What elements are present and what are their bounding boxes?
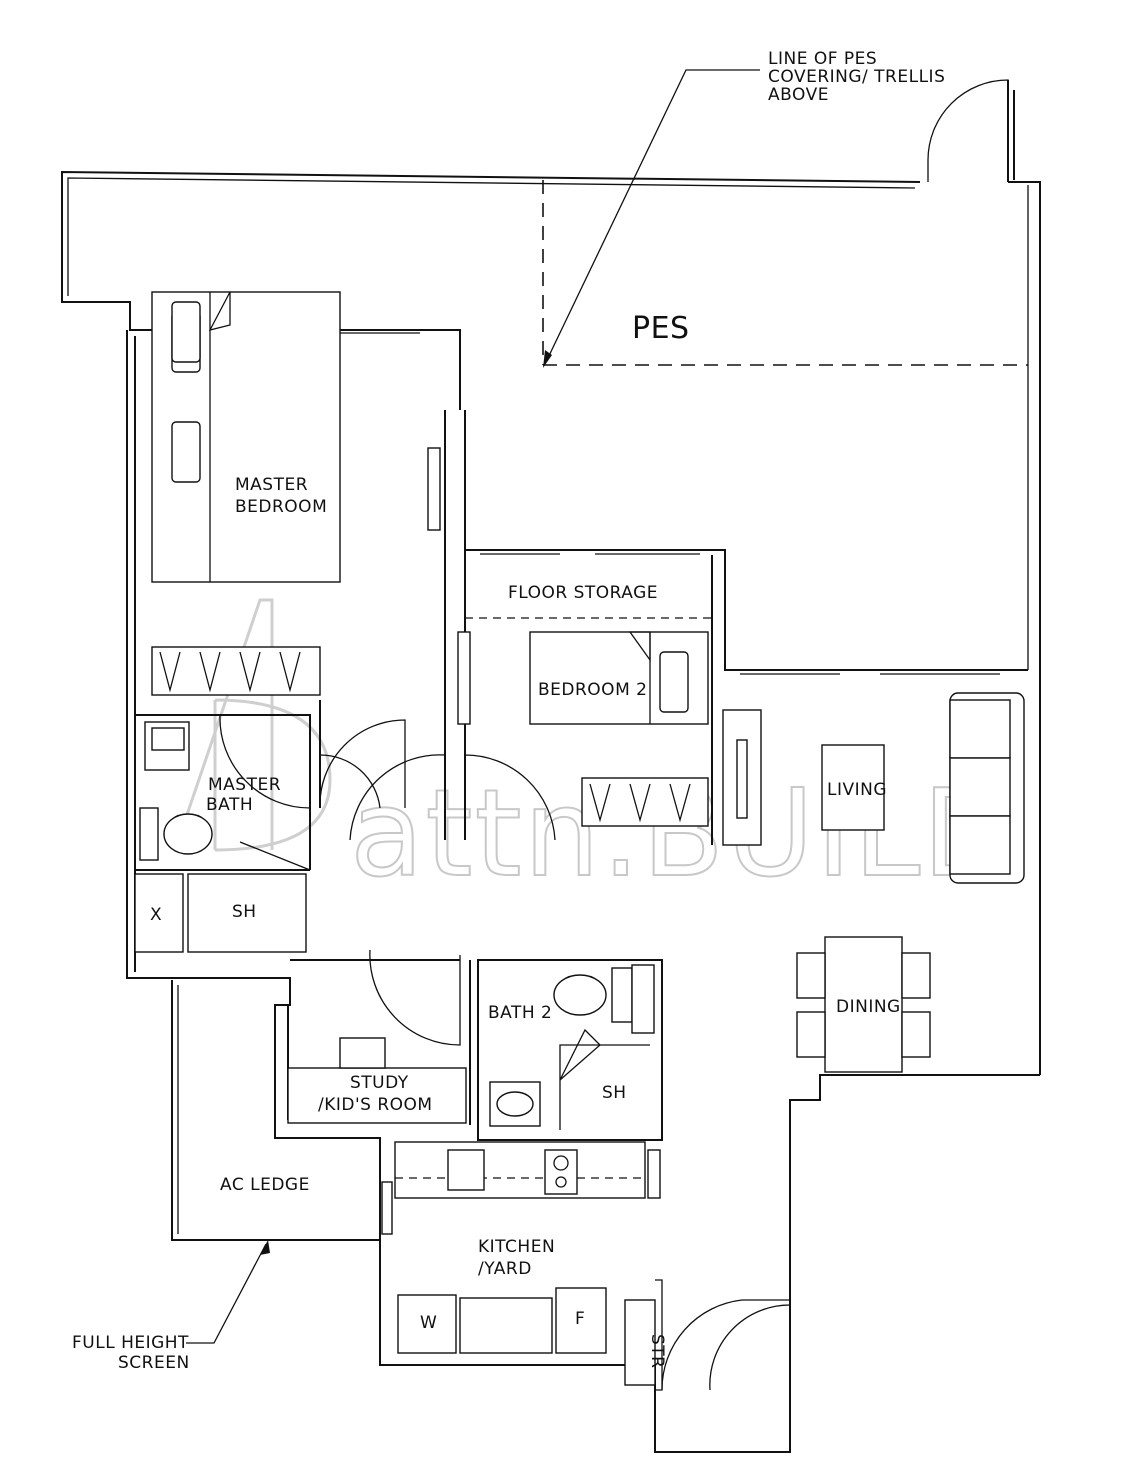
pes-note-line-3: ABOVE <box>768 85 829 105</box>
study-label-1: STUDY <box>350 1073 409 1093</box>
fridge-label: F <box>575 1309 585 1329</box>
cistern <box>139 807 159 861</box>
shower-area <box>187 873 307 953</box>
arrow-head-icon <box>543 350 552 368</box>
master-bath-label-1: MASTER <box>208 775 281 795</box>
master-bath-label-2: BATH <box>206 795 253 815</box>
kitchen-label-2: /YARD <box>478 1259 532 1279</box>
toilet-icon <box>163 813 213 855</box>
study-desk <box>287 1067 467 1124</box>
kitchen: KITCHEN /YARD W F STR <box>381 1141 791 1391</box>
pillow-icon <box>659 651 689 713</box>
chair <box>796 1011 826 1058</box>
study-chair <box>339 1037 386 1069</box>
master-bedroom: MASTER BEDROOM <box>151 291 441 809</box>
ac-ledge: AC LEDGE <box>171 980 380 1241</box>
dining: DINING <box>796 936 931 1073</box>
bath-cabinet <box>631 964 655 1034</box>
floor-storage-label: FLOOR STORAGE <box>508 583 658 603</box>
washer <box>397 1294 457 1354</box>
chair <box>901 1011 931 1058</box>
kitchen-counter <box>394 1141 646 1199</box>
shower-tray <box>134 873 184 953</box>
washer-label: W <box>420 1313 437 1333</box>
x-mark-label: X <box>150 905 162 925</box>
pes-annotation: LINE OF PES COVERING/ TRELLIS ABOVE PES <box>543 49 945 368</box>
bedroom-2-label: BEDROOM 2 <box>538 680 647 700</box>
dining-label: DINING <box>836 997 901 1017</box>
window-unit <box>647 1149 661 1199</box>
screen-annotation: FULL HEIGHT SCREEN <box>72 1240 270 1373</box>
master-shower-label: SH <box>232 902 257 922</box>
master-bedroom-label-1: MASTER <box>235 475 308 495</box>
master-bath: MASTER BATH X SH <box>134 714 461 1046</box>
window-unit <box>427 447 441 531</box>
living: LIVING <box>722 692 1025 884</box>
master-bedroom-label-2: BEDROOM <box>235 497 327 517</box>
pes-label: PES <box>632 311 690 346</box>
kitchen-label-1: KITCHEN <box>478 1237 555 1257</box>
window-unit <box>381 1181 393 1235</box>
bath-2-shower-label: SH <box>602 1083 627 1103</box>
window-unit <box>457 631 471 725</box>
study-label-2: /KID'S ROOM <box>318 1095 433 1115</box>
basin-icon <box>496 1091 534 1117</box>
wardrobe <box>151 646 321 696</box>
sofa-cushion <box>949 757 1011 817</box>
dining-table <box>824 936 903 1073</box>
kitchen-cabinet <box>459 1297 553 1354</box>
cistern <box>611 967 633 1023</box>
sofa-cushion <box>949 699 1011 759</box>
chair <box>796 952 826 999</box>
screen-note-line-1: FULL HEIGHT <box>72 1333 189 1353</box>
bath-2-label: BATH 2 <box>488 1003 552 1023</box>
screen-note-line-2: SCREEN <box>118 1353 190 1373</box>
fridge <box>555 1287 607 1354</box>
pillow-icon <box>171 301 201 363</box>
pes-note-line-1: LINE OF PES <box>768 49 877 69</box>
chair <box>901 952 931 999</box>
tv-icon <box>736 739 748 819</box>
store-label: STR <box>647 1334 667 1369</box>
toilet-icon <box>553 974 607 1016</box>
sink-icon <box>447 1149 485 1191</box>
coffee-table <box>821 744 885 831</box>
basin-icon <box>151 727 185 751</box>
study: STUDY /KID'S ROOM <box>287 959 471 1125</box>
ac-ledge-label: AC LEDGE <box>220 1175 310 1195</box>
arrow-head-icon <box>260 1240 270 1255</box>
sofa-cushion <box>949 815 1011 875</box>
store <box>624 1299 656 1386</box>
pillow-icon <box>171 421 201 483</box>
bath-2: BATH 2 SH <box>477 959 663 1141</box>
exterior-walls <box>126 330 1040 1453</box>
bedroom-2: FLOOR STORAGE BEDROOM 2 <box>349 583 712 841</box>
living-label: LIVING <box>827 780 887 800</box>
pes-note-line-2: COVERING/ TRELLIS <box>768 67 945 87</box>
